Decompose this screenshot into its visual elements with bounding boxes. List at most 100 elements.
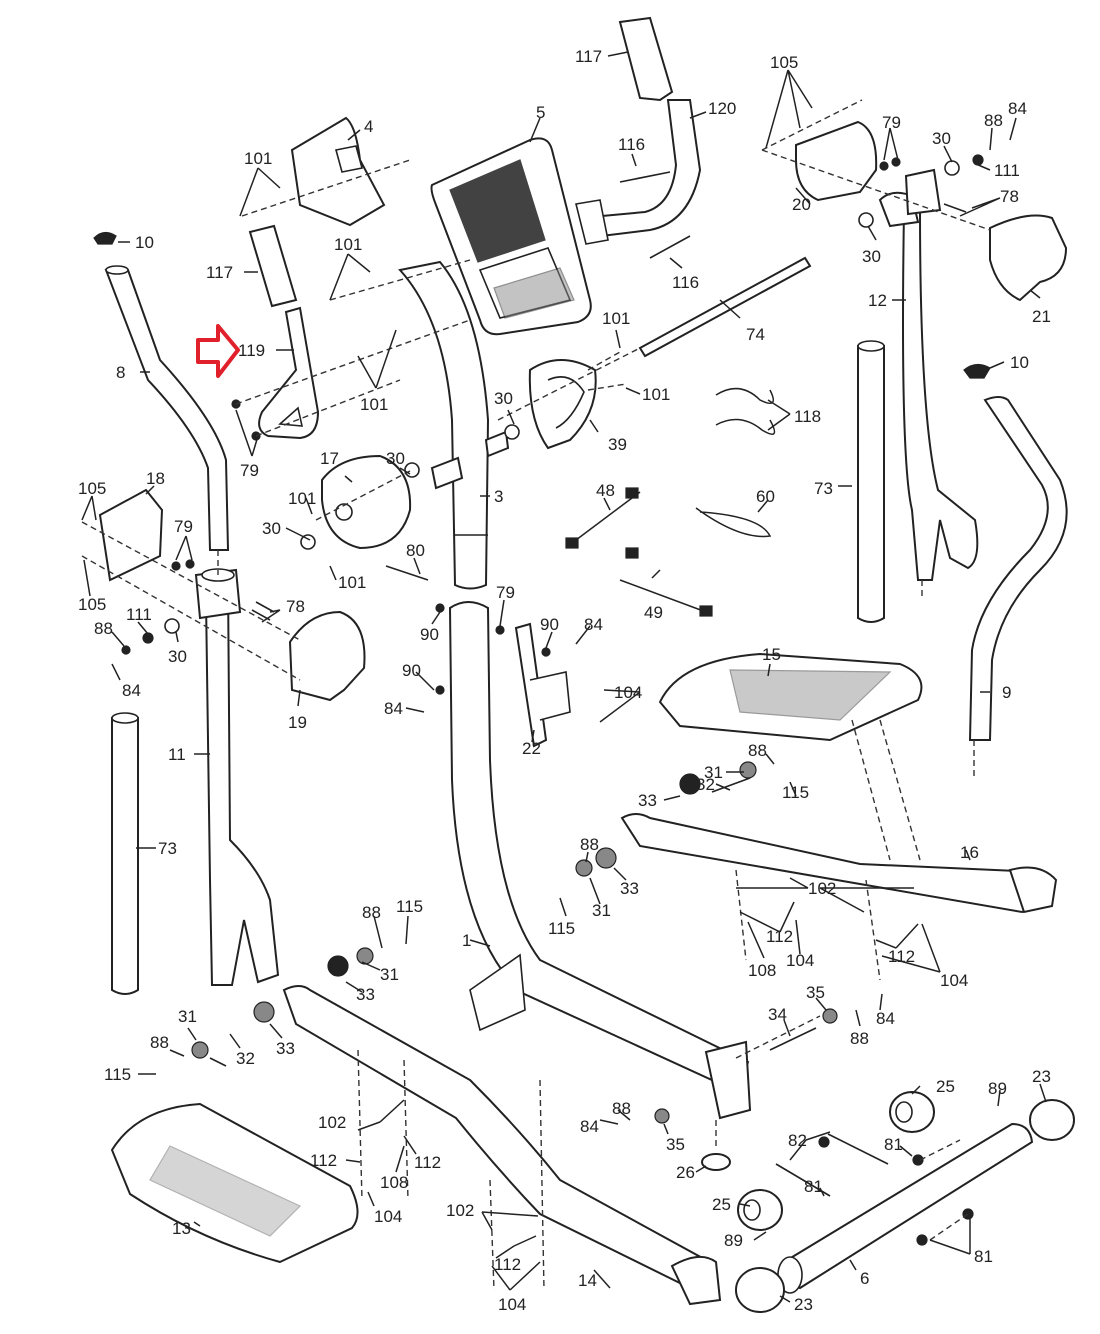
part-label: 116	[672, 273, 699, 292]
part-label: 30	[262, 519, 281, 538]
part-25-wheel-upper	[889, 1091, 935, 1133]
part-label: 39	[608, 435, 627, 454]
part-label: 25	[712, 1195, 731, 1214]
part-label: 104	[614, 683, 642, 702]
part-label: 30	[168, 647, 187, 666]
part-11-upright	[194, 568, 280, 986]
highlight-arrow-icon	[196, 324, 240, 378]
part-label: 20	[792, 195, 811, 214]
part-label: 89	[988, 1079, 1007, 1098]
part-48-wire-harness	[565, 487, 641, 549]
part-label: 79	[240, 461, 259, 480]
part-label: 102	[446, 1201, 474, 1220]
part-label: 30	[386, 449, 405, 468]
part-18-cover	[98, 488, 164, 582]
part-label: 90	[540, 615, 559, 634]
part-label: 101	[334, 235, 362, 254]
part-label: 33	[356, 985, 375, 1004]
part-label: 81	[804, 1177, 823, 1196]
part-23-endcap-right	[1029, 1099, 1075, 1141]
part-label: 9	[1002, 683, 1011, 702]
part-label: 104	[940, 971, 968, 990]
leader-lines	[81, 51, 1047, 1303]
part-label: 78	[286, 597, 305, 616]
part-label: 11	[168, 745, 186, 764]
part-label: 17	[320, 449, 339, 468]
part-label: 101	[602, 309, 630, 328]
part-label: 32	[236, 1049, 255, 1068]
part-label: 14	[578, 1271, 597, 1290]
part-13-pedal	[110, 1102, 359, 1264]
part-label: 22	[522, 739, 541, 758]
part-label: 25	[936, 1077, 955, 1096]
part-label: 101	[360, 395, 388, 414]
part-label: 82	[788, 1131, 807, 1150]
part-label: 84	[1008, 99, 1027, 118]
part-74-rod	[638, 256, 812, 358]
assembly-lines	[81, 99, 991, 1291]
part-label: 4	[364, 117, 373, 136]
part-label: 34	[768, 1005, 787, 1024]
part-16-pedal-arm	[620, 813, 1058, 914]
part-label: 15	[762, 645, 781, 664]
part-label: 117	[575, 47, 602, 66]
part-label: 101	[288, 489, 316, 508]
part-label: 35	[666, 1135, 685, 1154]
part-120-handlebar	[575, 16, 702, 245]
part-label: 8	[116, 363, 125, 382]
part-label: 31	[178, 1007, 197, 1026]
part-label: 30	[494, 389, 513, 408]
part-label: 88	[362, 903, 381, 922]
part-26-leveler	[701, 1153, 731, 1171]
part-label: 118	[794, 407, 821, 426]
part-labels: 117 120 105 5 4 101 116 79 88 84 30 111 …	[78, 47, 1051, 1314]
part-label: 88	[850, 1029, 869, 1048]
part-label: 79	[496, 583, 515, 602]
part-label: 81	[974, 1247, 993, 1266]
part-60-wire	[695, 507, 772, 538]
part-label: 90	[420, 625, 439, 644]
part-label: 88	[612, 1099, 631, 1118]
part-label: 32	[696, 775, 715, 794]
part-label: 105	[78, 595, 106, 614]
part-25-wheel-lower	[737, 1189, 783, 1231]
part-label: 31	[592, 901, 611, 920]
part-label: 120	[708, 99, 736, 118]
part-8-arm	[93, 231, 230, 551]
part-label: 78	[1000, 187, 1019, 206]
part-label: 112	[766, 927, 793, 946]
part-label: 26	[676, 1163, 695, 1182]
part-19-shroud	[288, 610, 366, 702]
part-119-handlebar-bracket	[248, 224, 320, 440]
part-label: 111	[126, 605, 152, 624]
part-label: 80	[406, 541, 425, 560]
part-label: 112	[494, 1255, 521, 1274]
part-label: 48	[596, 481, 615, 500]
part-73-tube-right	[857, 340, 885, 623]
part-label: 90	[402, 661, 421, 680]
part-label: 117	[206, 263, 233, 282]
part-label: 81	[884, 1135, 903, 1154]
part-label: 6	[860, 1269, 869, 1288]
part-label: 104	[374, 1207, 402, 1226]
part-label: 79	[174, 517, 193, 536]
part-label: 73	[158, 839, 177, 858]
part-label: 10	[135, 233, 154, 252]
part-label: 112	[310, 1151, 337, 1170]
part-label: 101	[244, 149, 272, 168]
part-label: 115	[548, 919, 575, 938]
part-label: 102	[318, 1113, 346, 1132]
part-label: 33	[276, 1039, 295, 1058]
part-label: 23	[794, 1295, 813, 1314]
part-label: 115	[104, 1065, 131, 1084]
part-20-cover	[795, 120, 878, 202]
part-label: 30	[932, 129, 951, 148]
part-label: 19	[288, 713, 307, 732]
part-label: 88	[580, 835, 599, 854]
part-label: 10	[1010, 353, 1029, 372]
part-label: 101	[338, 573, 366, 592]
part-label: 104	[786, 951, 814, 970]
part-label: 79	[882, 113, 901, 132]
part-label: 89	[724, 1231, 743, 1250]
